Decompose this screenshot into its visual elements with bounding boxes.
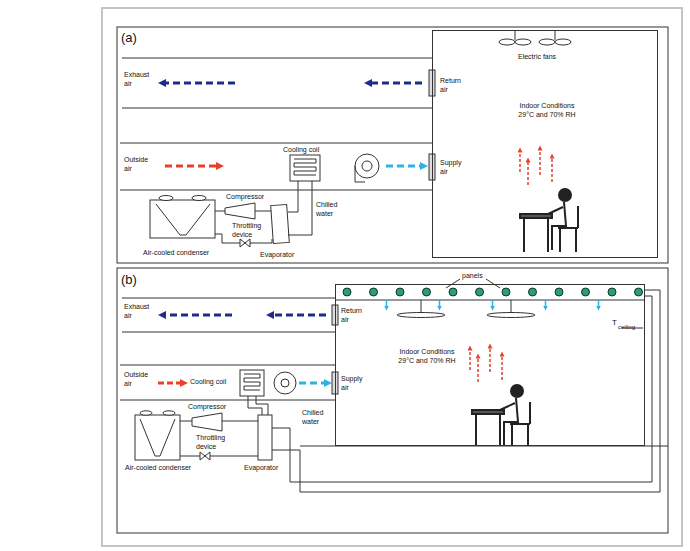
flow-label: Chilled water <box>316 200 346 218</box>
temperature-symbol: T <box>612 318 617 327</box>
room-conditions: Indoor Conditions 29°C and 70% RH <box>396 347 458 365</box>
component-label: Evaporator <box>244 463 278 472</box>
flow-label: Outside air <box>124 155 154 173</box>
flow-label: Supply air <box>440 158 468 176</box>
panel-letter: (b) <box>121 272 137 287</box>
component-label: Evaporator <box>260 250 294 259</box>
component-label: Electric fans <box>518 52 556 61</box>
component-label: Cooling coil <box>283 145 319 154</box>
flow-label: Supply air <box>341 374 369 392</box>
panel-letter: (a) <box>121 30 137 45</box>
component-label: Compressor <box>188 402 226 411</box>
component-label: Throttling device <box>232 221 272 239</box>
flow-label: Exhaust air <box>124 70 154 88</box>
flow-label: Exhaust air <box>124 302 154 320</box>
room-box: Indoor Conditions 29°C and 70% RH <box>432 30 658 258</box>
component-label: Throttling device <box>196 433 236 451</box>
room-conditions: Indoor Conditions 29°C and 70% RH <box>516 101 578 119</box>
component-label: Air-cooled condenser <box>143 248 209 257</box>
flow-label: Return air <box>440 76 468 94</box>
component-label: Compressor <box>226 192 264 201</box>
component-label: Cooling coil <box>190 377 226 386</box>
flow-label: Return air <box>341 306 369 324</box>
flow-label: Outside air <box>124 370 154 388</box>
temperature-subscript: ceiling <box>618 323 635 332</box>
component-label: panels <box>462 271 483 280</box>
component-label: Air-cooled condenser <box>125 463 191 472</box>
flow-label: Chilled water <box>302 408 332 426</box>
room-box: Indoor Conditions 29°C and 70% RH <box>335 284 645 446</box>
